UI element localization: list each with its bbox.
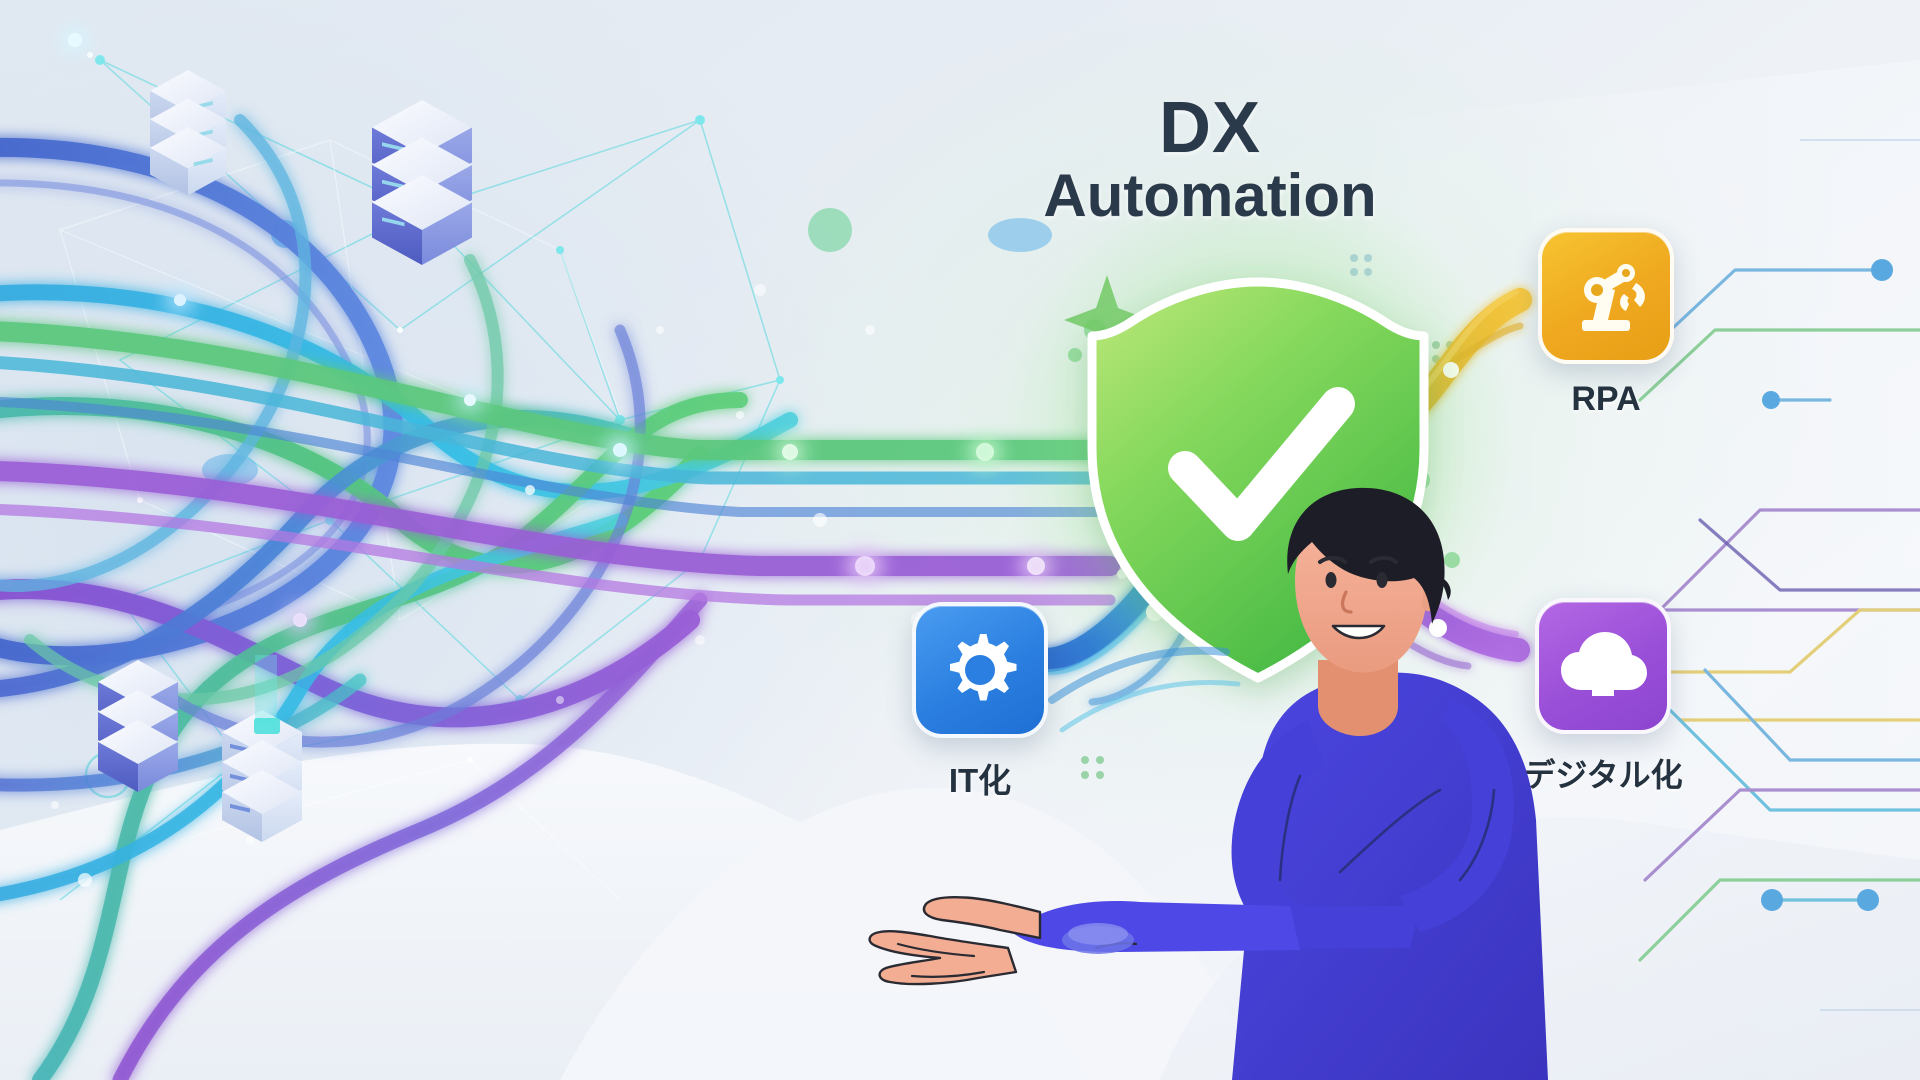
rpa-tile[interactable]	[1538, 228, 1674, 364]
it-label: IT化	[948, 762, 1012, 799]
server-rack-bottom-center	[222, 655, 302, 842]
gear-icon	[950, 634, 1017, 701]
server-rack-bottom-left	[98, 660, 178, 792]
node-it[interactable]: IT化	[912, 602, 1048, 802]
node-digital[interactable]: デジタル化	[1523, 598, 1701, 796]
it-tile[interactable]	[912, 602, 1048, 738]
digital-tile[interactable]	[1535, 598, 1671, 734]
title-line-automation: Automation	[1043, 162, 1377, 229]
cloud-upload-icon	[1561, 632, 1647, 696]
digital-label: デジタル化	[1523, 757, 1683, 793]
rpa-label: RPA	[1571, 380, 1641, 418]
title-line-dx: DX	[1158, 88, 1262, 168]
robot-arm-icon	[1582, 264, 1645, 331]
node-rpa[interactable]: RPA	[1538, 228, 1674, 419]
page-title: DX Automation	[1000, 92, 1420, 226]
server-rack-top-center	[372, 100, 472, 265]
server-rack-top-left	[150, 70, 226, 196]
